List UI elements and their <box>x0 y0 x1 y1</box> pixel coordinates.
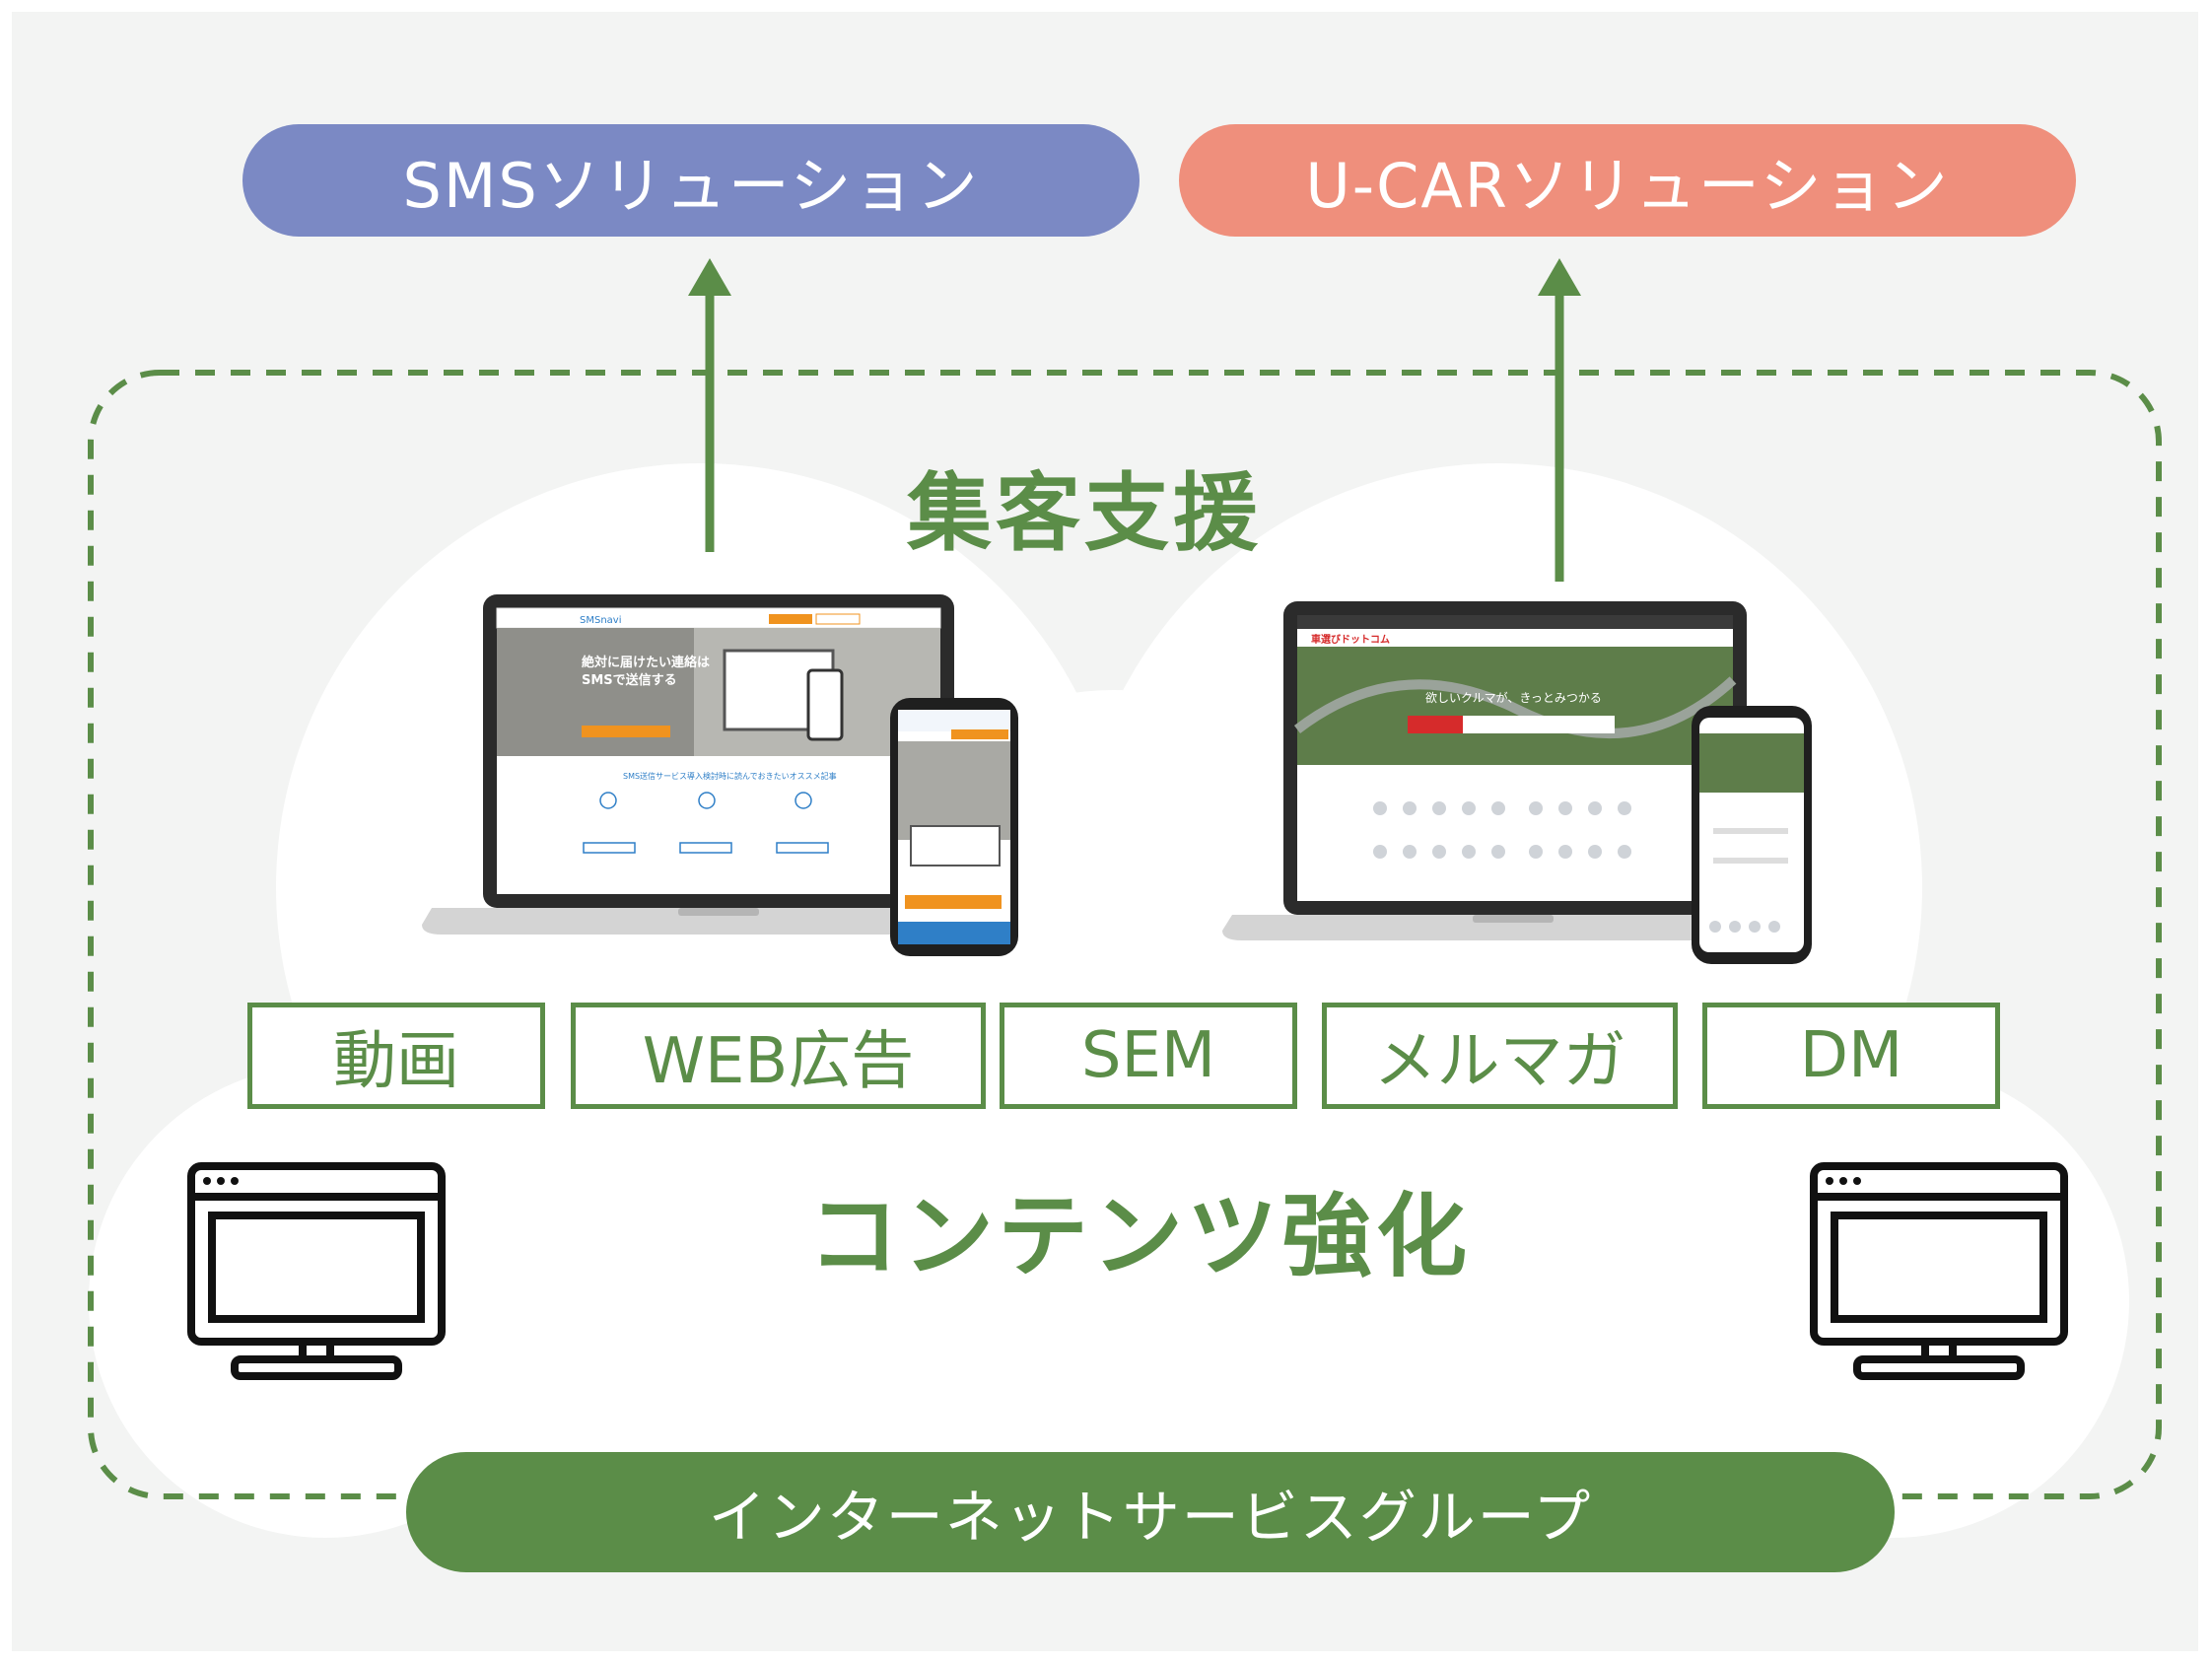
monitor-icon-right-dots <box>1826 1177 1861 1185</box>
arrow-to-ucar <box>1538 258 1581 582</box>
monitor-icon-right <box>1810 1162 2068 1380</box>
ucar-solution-pill: U-CARソリューション <box>1179 124 2076 237</box>
arrow-to-sms <box>688 258 731 552</box>
content-label: コンテンツ強化 <box>808 1184 1472 1289</box>
monitor-icon-left-dots <box>203 1177 239 1185</box>
sms-solution-label: SMSソリューション <box>402 150 980 222</box>
channel-box-dm: DM <box>1702 1003 2000 1109</box>
ucar-solution-label: U-CARソリューション <box>1305 150 1950 222</box>
channel-box-web-ads: WEB広告 <box>571 1003 986 1109</box>
channel-box-sem: SEM <box>1000 1003 1297 1109</box>
channel-label: WEB広告 <box>642 1025 915 1098</box>
internet-service-group-pill: インターネットサービスグループ <box>406 1452 1895 1572</box>
sms-phone-mockup <box>890 698 1018 956</box>
support-label: 集客支援 <box>907 464 1262 563</box>
ucar-phone-mockup <box>1692 706 1812 964</box>
channel-box-video: 動画 <box>247 1003 545 1109</box>
channel-label: SEM <box>1080 1019 1216 1092</box>
sms-screen-headline-1: 絶対に届けたい連絡は <box>581 655 710 670</box>
group-label: インターネットサービスグループ <box>708 1484 1593 1551</box>
sms-screen-section-title: SMS送信サービス導入検討時に読んでおきたいオススメ記事 <box>623 771 837 781</box>
ucar-laptop-mockup: 車選びドットコム 欲しいクルマが、きっとみつかる <box>1222 601 1808 940</box>
ucar-screen-logo: 車選びドットコム <box>1311 633 1390 646</box>
channel-label: DM <box>1799 1019 1903 1092</box>
monitor-icon-left <box>187 1162 446 1380</box>
sms-screen-logo: SMSnavi <box>580 615 622 626</box>
channel-box-mail-magazine: メルマガ <box>1322 1003 1678 1109</box>
sms-screen-headline-2: SMSで送信する <box>582 672 677 688</box>
sms-laptop-mockup: SMSnavi 絶対に届けたい連絡は SMSで送信する SMS送信サービス導入検… <box>422 594 1015 935</box>
ucar-screen-headline: 欲しいクルマが、きっとみつかる <box>1425 690 1602 705</box>
sms-solution-pill: SMSソリューション <box>242 124 1140 237</box>
channel-label: メルマガ <box>1373 1025 1626 1098</box>
channel-label: 動画 <box>333 1025 459 1098</box>
